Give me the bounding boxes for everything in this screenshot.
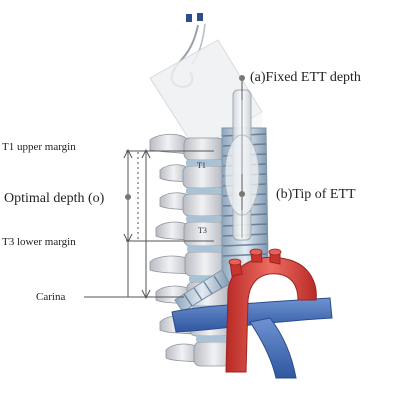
connector-cap-icon bbox=[197, 13, 203, 21]
t3-lower-margin-label: T3 lower margin bbox=[2, 236, 76, 248]
t1-upper-margin-label: T1 upper margin bbox=[2, 141, 76, 153]
arrow-down-icon bbox=[141, 289, 151, 300]
great-vessels bbox=[171, 248, 333, 379]
vertebra-t1-label: T1 bbox=[197, 161, 206, 170]
tip-dot bbox=[239, 191, 245, 197]
arrow-up-icon bbox=[141, 148, 151, 159]
vertebra-t3-label: T3 bbox=[198, 226, 207, 235]
annotation-lines bbox=[84, 78, 243, 300]
arrow-up-icon bbox=[123, 148, 133, 159]
pilot-valve-icon bbox=[186, 14, 192, 22]
arrow-down-icon bbox=[123, 233, 133, 244]
optimal-depth-label: Optimal depth (o) bbox=[4, 191, 105, 206]
fixed-depth-label: (a)Fixed ETT depth bbox=[250, 70, 361, 85]
optimal-depth-dot bbox=[125, 194, 131, 200]
fixed-depth-dot bbox=[239, 75, 245, 81]
tip-label: (b)Tip of ETT bbox=[276, 187, 356, 202]
carina-label: Carina bbox=[36, 291, 65, 303]
